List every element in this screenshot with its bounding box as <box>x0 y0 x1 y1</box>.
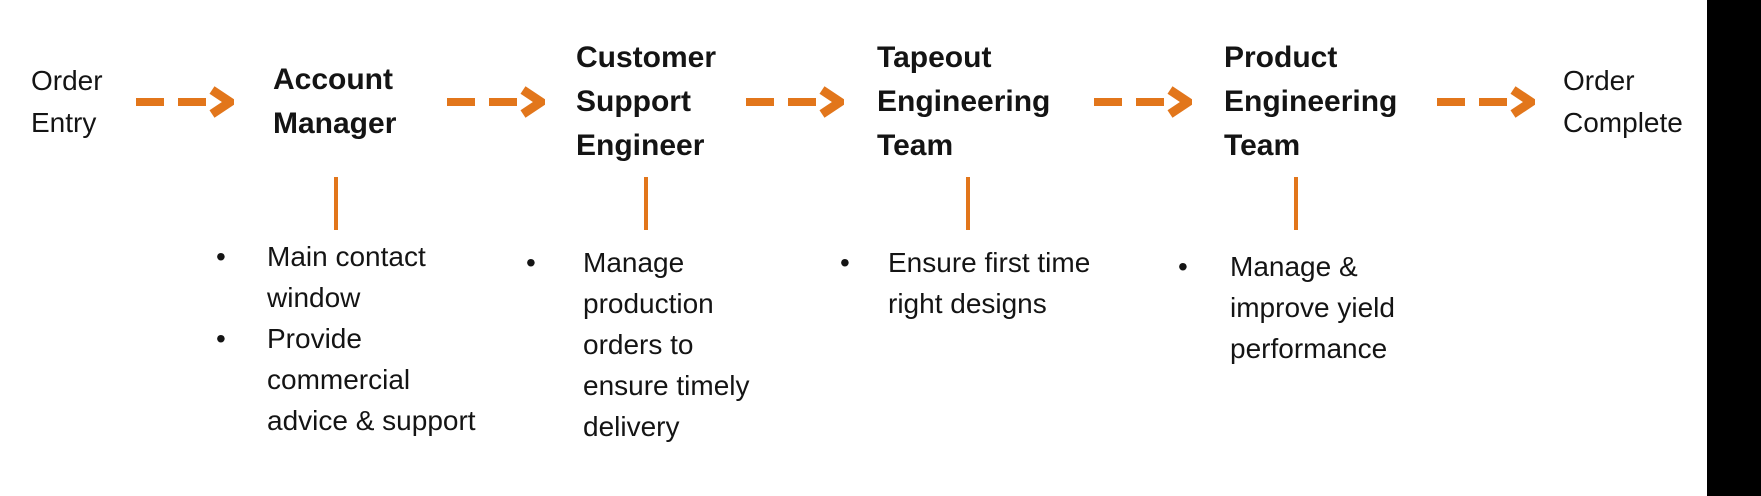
stage-title-line: Team <box>1224 129 1301 162</box>
stage-connector-line <box>1294 177 1298 230</box>
stage-title-line: Manager <box>273 107 397 140</box>
bullet-text-line: Ensure first time <box>888 247 1091 278</box>
arrow-head <box>1167 86 1192 118</box>
bullet-text-line: performance <box>1230 333 1388 364</box>
stage-bullets-product-engineering-team: • Manage & improve yield performance <box>1178 246 1395 369</box>
node-label-line: Order <box>1563 65 1635 96</box>
bullet-item: • Manage production orders to ensure tim… <box>526 242 750 447</box>
bullet-dot-icon: • <box>216 241 226 272</box>
dashed-arrow-icon <box>1437 86 1535 118</box>
dashed-arrow-icon <box>136 86 234 118</box>
right-edge-bar <box>1707 0 1761 496</box>
bullet-text-line: ensure timely <box>583 370 750 401</box>
bullet-dot-icon: • <box>840 247 850 278</box>
bullet-text-line: right designs <box>888 288 1047 319</box>
flow-node-order-complete: Order Complete <box>1563 60 1683 144</box>
stage-title-line: Team <box>877 129 954 162</box>
bullet-dot-icon: • <box>526 247 536 278</box>
arrow-head <box>209 86 234 118</box>
bullet-text-line: Manage <box>583 247 685 278</box>
stage-title-line: Customer <box>576 41 717 74</box>
bullet-text-line: advice & support <box>267 405 476 436</box>
stage-title-line: Support <box>576 85 691 118</box>
bullet-text-line: improve yield <box>1230 292 1395 323</box>
stage-title-line: Product <box>1224 41 1338 74</box>
stage-connector-line <box>966 177 970 230</box>
bullet-item: • Provide commercial advice & support <box>216 318 476 441</box>
bullet-dot-icon: • <box>1178 251 1188 282</box>
flow-node-customer-support-engineer: Customer Support Engineer <box>576 36 716 168</box>
bullet-text-line: production <box>583 288 714 319</box>
dashed-arrow-icon <box>746 86 844 118</box>
flow-node-account-manager: Account Manager <box>273 58 396 146</box>
dashed-arrow-icon <box>1094 86 1192 118</box>
bullet-text-line: Provide <box>267 323 362 354</box>
dashed-arrow-icon <box>447 86 545 118</box>
bullet-text-line: Main contact <box>267 241 426 272</box>
bullet-item: • Main contact window <box>216 236 476 318</box>
node-label-line: Complete <box>1563 107 1683 138</box>
stage-title-line: Engineering <box>877 85 1051 118</box>
arrow-head <box>819 86 844 118</box>
stage-bullets-customer-support-engineer: • Manage production orders to ensure tim… <box>526 242 750 447</box>
bullet-text-line: commercial <box>267 364 411 395</box>
bullet-text-line: orders to <box>583 329 694 360</box>
bullet-dot-icon: • <box>216 323 226 354</box>
flow-node-product-engineering-team: Product Engineering Team <box>1224 36 1397 168</box>
node-label-line: Order <box>31 65 103 96</box>
bullet-text-line: delivery <box>583 411 680 442</box>
stage-bullets-account-manager: • Main contact window • Provide commerci… <box>216 236 476 441</box>
arrow-head <box>1510 86 1535 118</box>
stage-title-line: Engineering <box>1224 85 1398 118</box>
stage-bullets-tapeout-engineering-team: • Ensure first time right designs <box>840 242 1090 324</box>
bullet-item: • Manage & improve yield performance <box>1178 246 1395 369</box>
flow-node-tapeout-engineering-team: Tapeout Engineering Team <box>877 36 1050 168</box>
flow-node-order-entry: Order Entry <box>31 60 103 144</box>
bullet-text-line: Manage & <box>1230 251 1358 282</box>
stage-connector-line <box>334 177 338 230</box>
stage-title-line: Engineer <box>576 129 705 162</box>
stage-title-line: Tapeout <box>877 41 992 74</box>
arrow-head <box>520 86 545 118</box>
bullet-item: • Ensure first time right designs <box>840 242 1090 324</box>
stage-connector-line <box>644 177 648 230</box>
bullet-text-line: window <box>267 282 361 313</box>
node-label-line: Entry <box>31 107 97 138</box>
stage-title-line: Account <box>273 63 393 96</box>
